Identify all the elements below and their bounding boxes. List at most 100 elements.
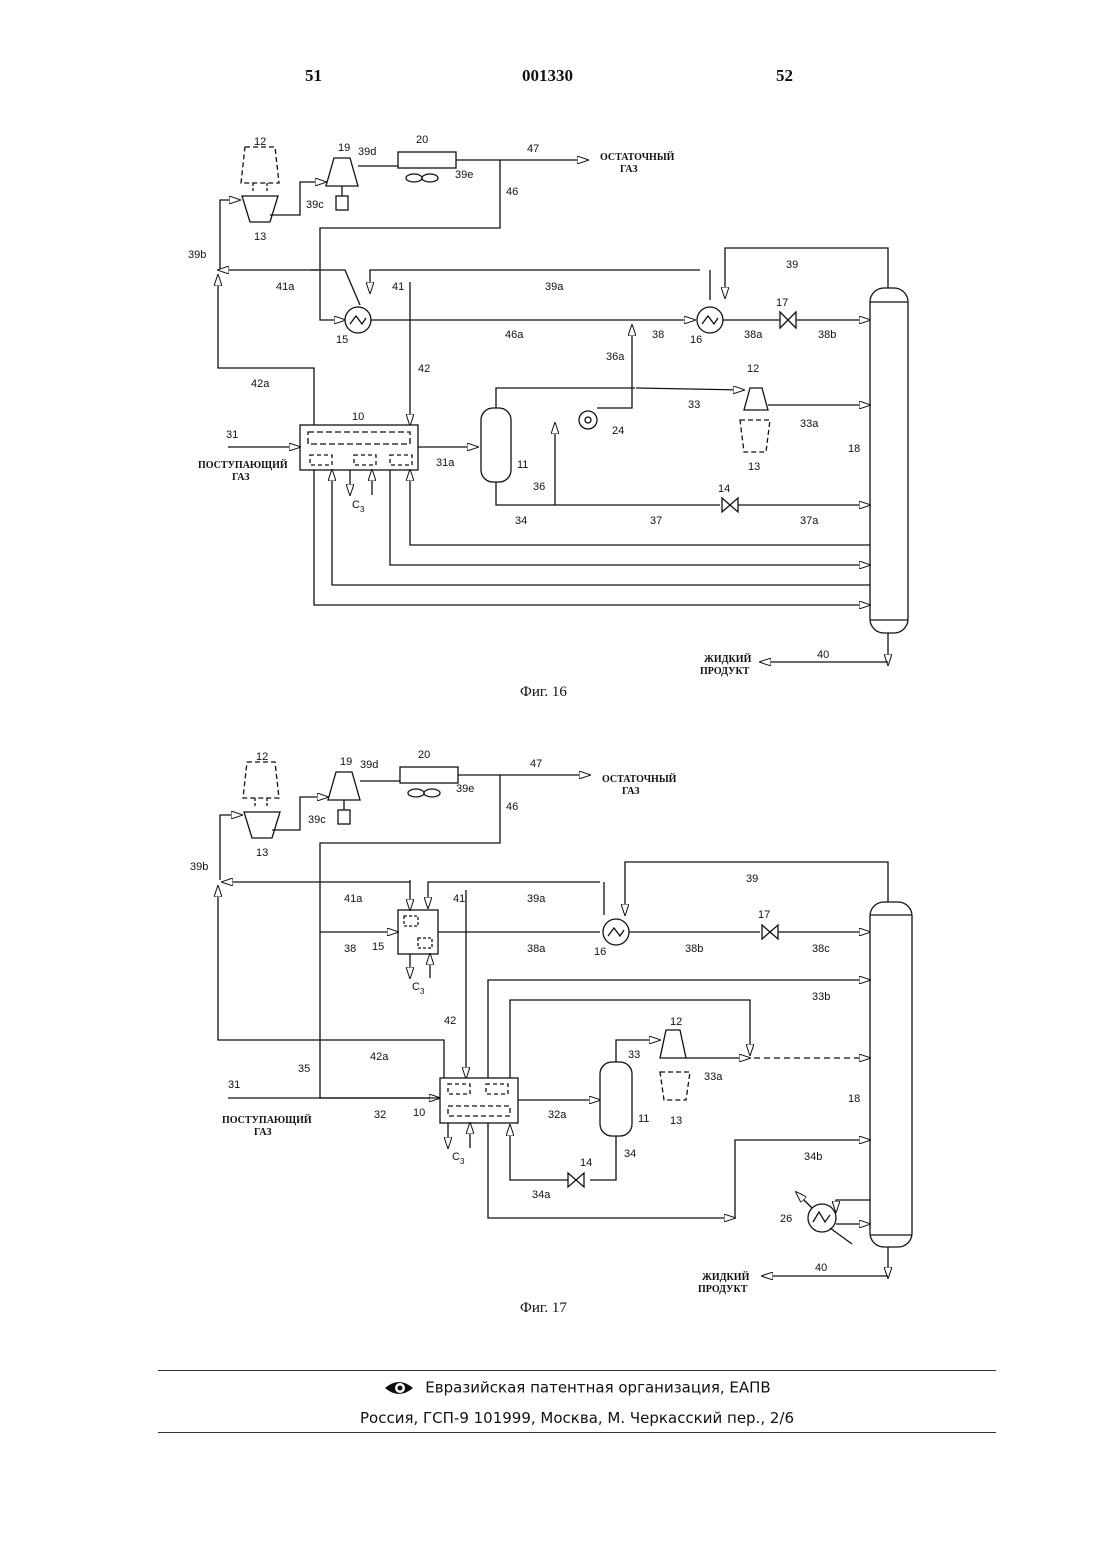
feed-gas-label-line2: ГАЗ <box>232 472 250 483</box>
label-10: 10 <box>352 411 364 423</box>
pump-24 <box>579 411 597 429</box>
figure-17-caption: Фиг. 17 <box>520 1300 567 1316</box>
residue-gas-label-line1: ОСТАТОЧНЫЙ <box>600 151 675 163</box>
label-46: 46 <box>506 186 518 198</box>
label-16: 16 <box>594 946 606 958</box>
air-cooler-20 <box>398 152 456 182</box>
label-16: 16 <box>690 334 702 346</box>
label-39a: 39a <box>545 281 564 293</box>
c3-label: C3 <box>352 499 365 514</box>
label-39c: 39c <box>306 199 324 211</box>
label-20: 20 <box>416 134 428 146</box>
label-17: 17 <box>776 297 788 309</box>
label-42: 42 <box>444 1015 456 1027</box>
label-38b: 38b <box>685 943 703 955</box>
c3-label-10: C3 <box>452 1151 465 1166</box>
heat-exchanger-16 <box>603 919 629 945</box>
label-37a: 37a <box>800 515 819 527</box>
label-39b: 39b <box>190 861 208 873</box>
label-39d: 39d <box>360 759 378 771</box>
liquid-product-label-line2: ПРОДУКТ <box>698 1284 748 1295</box>
label-38a: 38a <box>744 329 763 341</box>
label-13-top: 13 <box>256 847 268 859</box>
liquid-product-label-line1: ЖИДКИЙ <box>704 653 752 665</box>
heat-exchanger-16 <box>697 307 723 333</box>
label-12-top: 12 <box>254 136 266 148</box>
label-33a: 33a <box>800 418 819 430</box>
label-33: 33 <box>628 1049 640 1061</box>
organization-name: Евразийская патентная организация, ЕАПВ <box>425 1379 770 1397</box>
label-38b: 38b <box>818 329 836 341</box>
expander-12 <box>740 388 770 452</box>
label-15: 15 <box>372 941 384 953</box>
label-13-top: 13 <box>254 231 266 243</box>
figure-16 <box>218 147 908 665</box>
residue-gas-label-line1: ОСТАТОЧНЫЙ <box>602 773 677 785</box>
label-42a: 42a <box>370 1051 389 1063</box>
main-heat-exchanger-10 <box>300 425 418 470</box>
label-14: 14 <box>718 483 730 495</box>
label-32a: 32a <box>548 1109 567 1121</box>
label-41: 41 <box>392 281 404 293</box>
label-39: 39 <box>746 873 758 885</box>
label-10: 10 <box>413 1107 425 1119</box>
feed-gas-label-line2: ГАЗ <box>254 1127 272 1138</box>
valve-17 <box>762 925 778 939</box>
label-38: 38 <box>344 943 356 955</box>
label-33b: 33b <box>812 991 830 1003</box>
label-39e: 39e <box>456 783 474 795</box>
label-15: 15 <box>336 334 348 346</box>
label-34: 34 <box>624 1148 636 1160</box>
footer-bottom-rule <box>158 1432 996 1433</box>
label-37: 37 <box>650 515 662 527</box>
figure-17 <box>218 762 912 1278</box>
label-14: 14 <box>580 1157 592 1169</box>
label-33a: 33a <box>704 1071 723 1083</box>
label-39d: 39d <box>358 146 376 158</box>
feed-gas-label-line1: ПОСТУПАЮЩИЙ <box>198 459 288 471</box>
valve-14 <box>722 498 738 512</box>
figure-17-labels: 12 19 39d 20 47 39e 46 39c 13 39b 41a 41… <box>190 749 860 1316</box>
label-31: 31 <box>228 1079 240 1091</box>
footer-address: Россия, ГСП-9 101999, Москва, М. Черкасс… <box>158 1409 996 1427</box>
label-34: 34 <box>515 515 527 527</box>
air-cooler-20 <box>400 767 458 797</box>
label-40: 40 <box>815 1262 827 1274</box>
expander-compressor-13 <box>243 762 280 838</box>
label-13-lower: 13 <box>670 1115 682 1127</box>
label-20: 20 <box>418 749 430 761</box>
liquid-product-label-line2: ПРОДУКТ <box>700 666 750 677</box>
label-12-lower: 12 <box>670 1016 682 1028</box>
label-31a: 31a <box>436 457 455 469</box>
residue-gas-label-line2: ГАЗ <box>622 786 640 797</box>
figure-16-caption: Фиг. 16 <box>520 684 567 700</box>
liquid-product-label-line1: ЖИДКИЙ <box>702 1271 750 1283</box>
eapo-logo-icon <box>383 1378 415 1398</box>
separator-11 <box>600 1062 632 1136</box>
label-33: 33 <box>688 399 700 411</box>
label-39b: 39b <box>188 249 206 261</box>
footer-top-rule <box>158 1370 996 1371</box>
expander-compressor-13 <box>241 147 279 222</box>
label-40: 40 <box>817 649 829 661</box>
label-12-lower: 12 <box>747 363 759 375</box>
label-36a: 36a <box>606 351 625 363</box>
label-12-top: 12 <box>256 751 268 763</box>
label-18: 18 <box>848 443 860 455</box>
main-heat-exchanger-10 <box>440 1078 518 1123</box>
label-11: 11 <box>517 459 528 471</box>
label-39a: 39a <box>527 893 546 905</box>
column-18 <box>870 288 908 633</box>
label-39c: 39c <box>308 814 326 826</box>
label-32: 32 <box>374 1109 386 1121</box>
label-19: 19 <box>338 142 350 154</box>
label-11: 11 <box>638 1113 649 1125</box>
label-13-lower: 13 <box>748 461 760 473</box>
heat-exchanger-15 <box>345 307 371 333</box>
label-34b: 34b <box>804 1151 822 1163</box>
column-18 <box>870 902 912 1247</box>
label-46: 46 <box>506 801 518 813</box>
label-41a: 41a <box>276 281 295 293</box>
feed-gas-label-line1: ПОСТУПАЮЩИЙ <box>222 1114 312 1126</box>
label-39: 39 <box>786 259 798 271</box>
